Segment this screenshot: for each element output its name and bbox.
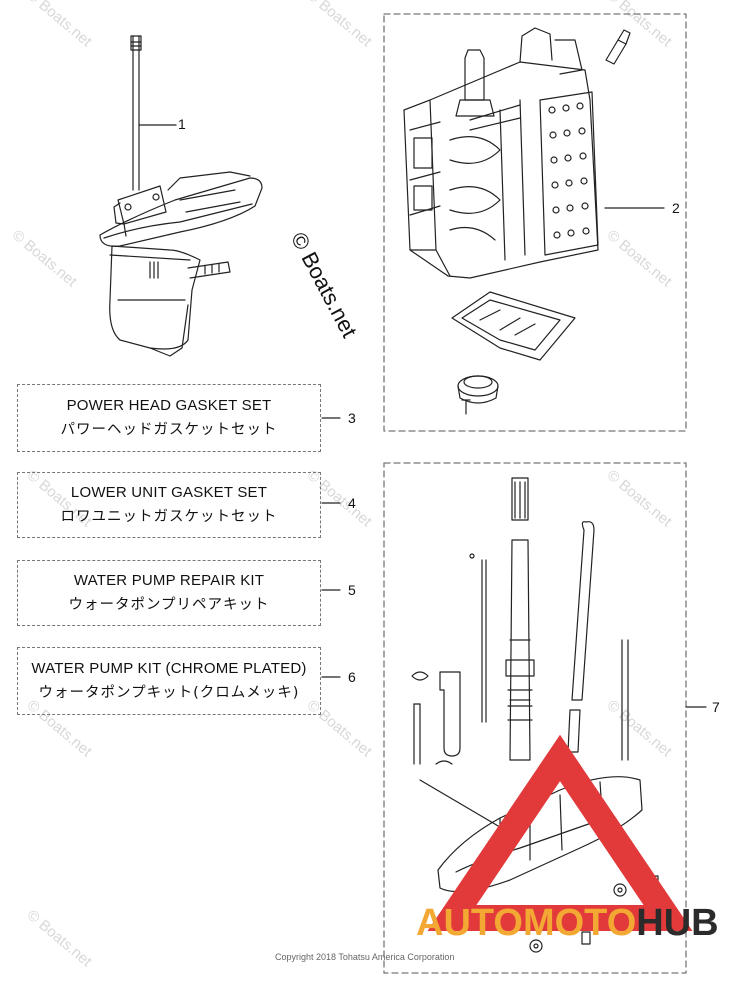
kit-water-pump-repair-kit: WATER PUMP REPAIR KIT ウォータポンプリペアキット [17,560,321,626]
callout-5: 5 [348,582,356,598]
kit-label-ja: ウォータポンプキット(クロムメッキ) [38,685,300,701]
kit-label-ja: ロワユニットガスケットセット [60,509,278,525]
kit-label-en: LOWER UNIT GASKET SET [70,484,268,501]
brand-part-auto: AUTO [416,902,523,944]
brand-part-moto: MOTO [522,902,637,944]
kit-label-ja: ウォータポンプリペアキット [68,597,270,613]
callout-4: 4 [348,495,356,511]
brand-logo-text: AUTOMOTOHUB [416,902,719,945]
callout-6: 6 [348,669,356,685]
kit-water-pump-kit-chrome: WATER PUMP KIT (CHROME PLATED) ウォータポンプキッ… [17,647,321,715]
lower-unit-drawing [99,35,263,357]
driveshaft-kit-drawing [411,477,659,953]
kit-lower-unit-gasket-set: LOWER UNIT GASKET SET ロワユニットガスケットセット [17,472,321,538]
copyright-text: Copyright 2018 Tohatsu America Corporati… [275,952,455,962]
callout-2: 2 [672,200,680,216]
kit-label-en: WATER PUMP KIT (CHROME PLATED) [31,660,307,677]
kit-label-en: WATER PUMP REPAIR KIT [73,572,265,589]
kit-label-en: POWER HEAD GASKET SET [66,397,272,414]
callout-7: 7 [712,699,720,715]
brand-triangle-logo [427,734,693,931]
kit-label-ja: パワーヘッドガスケットセット [60,422,278,438]
callout-3: 3 [348,410,356,426]
power-head-drawing [403,27,631,415]
callout-1: 1 [178,116,186,132]
kit-power-head-gasket-set: POWER HEAD GASKET SET パワーヘッドガスケットセット [17,384,321,452]
brand-part-hub: HUB [636,902,719,944]
